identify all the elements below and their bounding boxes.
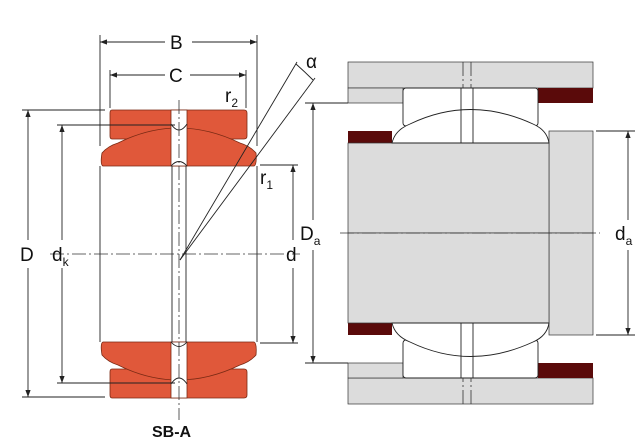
- label-d: d: [286, 245, 297, 266]
- label-dk: dk: [52, 245, 70, 269]
- label-r2: r2: [225, 86, 238, 110]
- label-r1: r1: [260, 168, 273, 192]
- label-da: da: [615, 224, 633, 248]
- label-alpha: α: [306, 52, 317, 73]
- label-C: C: [169, 66, 183, 87]
- label-D: D: [20, 245, 34, 266]
- label-B: B: [170, 33, 183, 54]
- housing-section-top: [347, 61, 594, 234]
- label-Da: Da: [300, 224, 321, 248]
- housing-section-bottom: [347, 232, 594, 405]
- caption-sb-a: SB-A: [152, 424, 192, 440]
